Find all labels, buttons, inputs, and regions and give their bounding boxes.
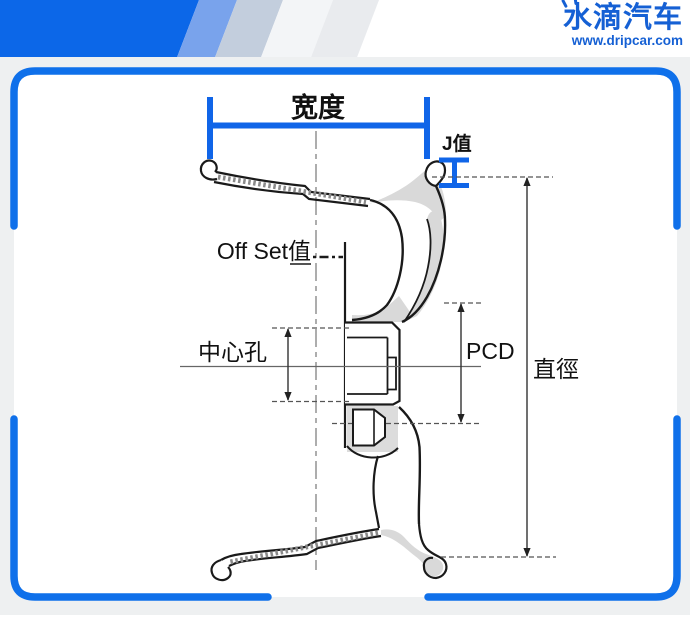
wheel-dimension-diagram: 宽度 J值 Off Set值 中心孔 PCD 直徑 — [10, 67, 681, 601]
spoke-outer-edge — [401, 185, 447, 324]
diameter-arrow-down — [523, 548, 531, 557]
lower-flange-fill — [381, 529, 444, 577]
bolt-seat-cup — [352, 408, 386, 447]
top-banner: 水滴汽车 www.dripcar.com — [0, 0, 690, 57]
lower-spoke-outer-line — [398, 406, 422, 525]
center-bore-label: 中心孔 — [198, 339, 267, 365]
center-bore-dimension: 中心孔 — [180, 327, 481, 403]
wheel-cross-section — [199, 159, 448, 582]
hub-junction-fill — [352, 296, 410, 322]
frame-border-bottom-right — [424, 415, 681, 601]
diameter-dimension: 直徑 — [432, 176, 579, 558]
lower-right-flange-hook — [417, 523, 448, 580]
top-band-inner-line — [213, 180, 369, 208]
hub-outline — [345, 321, 401, 406]
crescent-inner-line — [403, 218, 432, 323]
frame-border-top — [10, 67, 681, 230]
outer-crescent-fill — [404, 211, 444, 322]
top-right-flange-hook — [424, 160, 447, 188]
brand-logo: 水滴汽车 — [562, 2, 683, 34]
offset-label: Off Set值 — [217, 238, 311, 264]
under-bolt-arc — [346, 445, 399, 459]
center-bore-arrow-down — [284, 392, 292, 401]
well-wall-line — [351, 198, 404, 322]
lower-spoke-inner-line — [372, 455, 381, 529]
top-left-flange-hook — [199, 159, 218, 181]
lower-band-outer-line — [220, 527, 380, 561]
width-dimension-label: 宽度 — [291, 92, 345, 123]
pcd-arrow-down — [457, 414, 465, 423]
diagram-area: 宽度 J值 Off Set值 中心孔 PCD 直徑 — [0, 57, 690, 615]
j-value-dimension — [439, 157, 469, 188]
banner-stripe-solid — [0, 0, 199, 57]
center-bore-arrow-up — [284, 328, 292, 337]
pcd-dimension: PCD — [332, 302, 515, 425]
pcd-arrow-up — [457, 303, 465, 312]
j-value-label: J值 — [442, 132, 472, 155]
offset-dimension: Off Set值 — [217, 238, 343, 265]
frame-border — [10, 67, 681, 601]
width-dimension — [207, 97, 430, 159]
center-bore-lines — [347, 336, 397, 395]
pcd-label: PCD — [466, 338, 515, 364]
top-band-outer-line — [215, 170, 371, 201]
diameter-arrow-up — [523, 177, 531, 186]
brand-url: www.dripcar.com — [571, 33, 683, 49]
brand-block: 水滴汽车 www.dripcar.com — [563, 3, 683, 49]
lower-left-flange-hook — [210, 558, 232, 582]
diameter-label: 直徑 — [533, 356, 579, 382]
frame-border-bottom-left — [10, 415, 272, 601]
